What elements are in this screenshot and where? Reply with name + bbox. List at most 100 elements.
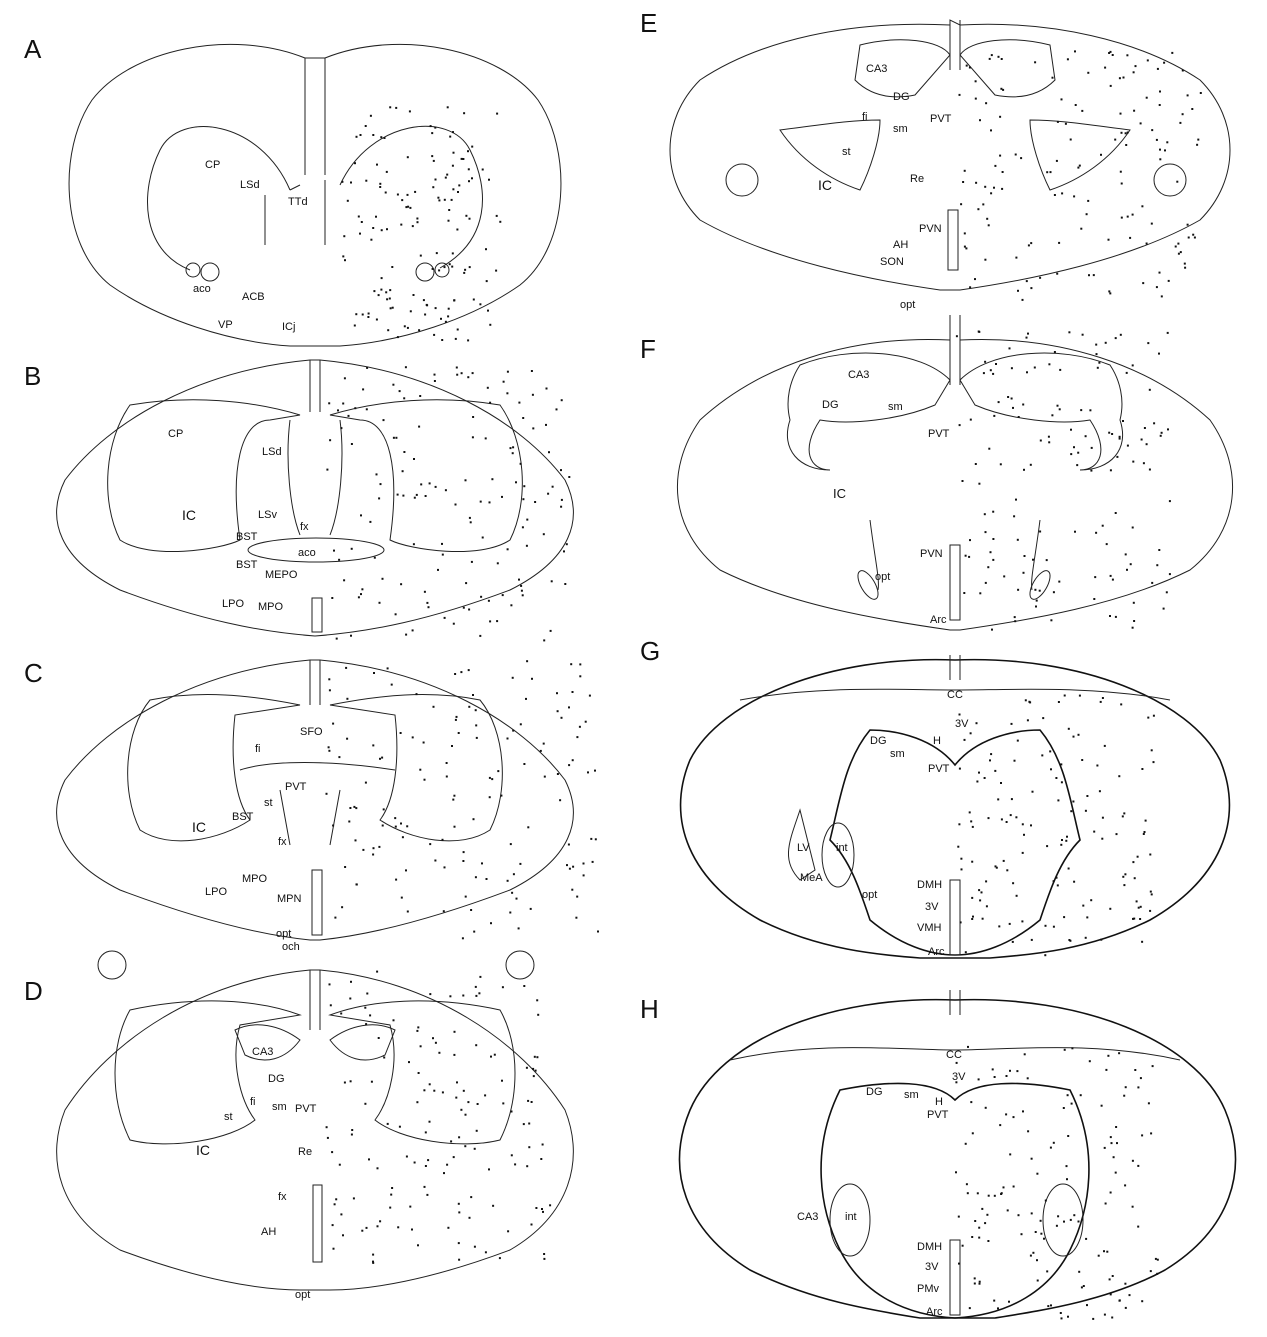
labeled-cell-dot xyxy=(369,1014,371,1016)
labeled-cells-g xyxy=(957,695,1155,957)
labeled-cell-dot xyxy=(572,759,574,761)
labeled-cell-dot xyxy=(1068,868,1070,870)
labeled-cell-dot xyxy=(452,131,454,133)
region-label-d-opt: opt xyxy=(295,1289,310,1301)
labeled-cell-dot xyxy=(1028,244,1030,246)
labeled-cell-dot xyxy=(592,861,594,863)
panel-letter-b: B xyxy=(24,361,41,391)
labeled-cell-dot xyxy=(431,132,433,134)
labeled-cell-dot xyxy=(403,451,405,453)
labeled-cell-dot xyxy=(999,116,1001,118)
labeled-cell-dot xyxy=(376,473,378,475)
labeled-cell-dot xyxy=(511,892,513,894)
labeled-cell-dot xyxy=(351,1129,353,1131)
labeled-cell-dot xyxy=(348,821,350,823)
region-label-c-fi: fi xyxy=(255,743,261,755)
labeled-cell-dot xyxy=(424,591,426,593)
labeled-cell-dot xyxy=(535,1070,537,1072)
labeled-cell-dot xyxy=(1104,67,1106,69)
region-label-f-ca3: CA3 xyxy=(848,369,869,381)
labeled-cell-dot xyxy=(1152,1065,1154,1067)
labeled-cell-dot xyxy=(373,672,375,674)
labeled-cell-dot xyxy=(955,1081,957,1083)
labeled-cell-dot xyxy=(1016,895,1018,897)
labeled-cell-dot xyxy=(496,113,498,115)
labeled-cell-dot xyxy=(1108,239,1110,241)
labeled-cell-dot xyxy=(1056,1225,1058,1227)
labeled-cell-dot xyxy=(458,1242,460,1244)
region-label-b-cp: CP xyxy=(168,428,183,440)
labeled-cell-dot xyxy=(983,372,985,374)
labeled-cell-dot xyxy=(365,180,367,182)
region-label-a-aco: aco xyxy=(193,283,211,295)
right-hippocampus-d xyxy=(330,1001,515,1144)
labeled-cell-dot xyxy=(543,639,545,641)
labeled-cell-dot xyxy=(520,723,522,725)
labeled-cell-dot xyxy=(1125,553,1127,555)
labeled-cell-dot xyxy=(1133,620,1135,622)
labeled-cell-dot xyxy=(337,409,339,411)
labeled-cell-dot xyxy=(1055,777,1057,779)
labeled-cell-dot xyxy=(424,779,426,781)
labeled-cell-dot xyxy=(433,706,435,708)
labeled-cell-dot xyxy=(1041,754,1043,756)
labeled-cell-dot xyxy=(1034,367,1036,369)
labeled-cell-dot xyxy=(475,1044,477,1046)
labeled-cell-dot xyxy=(445,489,447,491)
labeled-cell-dot xyxy=(460,1109,462,1111)
labeled-cell-dot xyxy=(1061,192,1063,194)
labeled-cell-dot xyxy=(1156,286,1158,288)
labeled-cell-dot xyxy=(1073,736,1075,738)
labeled-cell-dot xyxy=(1023,572,1025,574)
labeled-cell-dot xyxy=(526,1165,528,1167)
labeled-cell-dot xyxy=(1146,443,1148,445)
labeled-cell-dot xyxy=(1141,941,1143,943)
labeled-cell-dot xyxy=(510,604,512,606)
labeled-cell-dot xyxy=(1163,608,1165,610)
labeled-cell-dot xyxy=(1054,351,1056,353)
labeled-cell-dot xyxy=(429,1121,431,1123)
labeled-cell-dot xyxy=(1156,564,1158,566)
labeled-cell-dot xyxy=(370,115,372,117)
labeled-cell-dot xyxy=(465,582,467,584)
labeled-cell-dot xyxy=(1110,1136,1112,1138)
labeled-cell-dot xyxy=(486,280,488,282)
labeled-cell-dot xyxy=(1009,1153,1011,1155)
labeled-cell-dot xyxy=(526,519,528,521)
labeled-cell-dot xyxy=(351,548,353,550)
region-label-c-opt: opt xyxy=(276,928,291,940)
labeled-cell-dot xyxy=(480,596,482,598)
labeled-cell-dot xyxy=(481,862,483,864)
labeled-cell-dot xyxy=(531,1224,533,1226)
labeled-cell-dot xyxy=(419,769,421,771)
labeled-cell-dot xyxy=(1147,59,1149,61)
labeled-cell-dot xyxy=(556,692,558,694)
labeled-cell-dot xyxy=(579,726,581,728)
region-label-d-ah: AH xyxy=(261,1226,276,1238)
labeled-cell-dot xyxy=(429,482,431,484)
labeled-cell-dot xyxy=(1110,575,1112,577)
labeled-cell-dot xyxy=(998,925,1000,927)
labeled-cell-dot xyxy=(1024,1053,1026,1055)
labeled-cell-dot xyxy=(472,416,474,418)
labeled-cell-dot xyxy=(413,458,415,460)
labeled-cell-dot xyxy=(1133,71,1135,73)
right-hippocampus-f xyxy=(960,353,1123,470)
labeled-cell-dot xyxy=(1138,907,1140,909)
labeled-cell-dot xyxy=(331,1151,333,1153)
labeled-cell-dot xyxy=(1124,873,1126,875)
labeled-cell-dot xyxy=(1126,569,1128,571)
labeled-cell-dot xyxy=(1030,1255,1032,1257)
labeled-cell-dot xyxy=(479,303,481,305)
labeled-cell-dot xyxy=(1031,939,1033,941)
labeled-cell-dot xyxy=(1022,852,1024,854)
labeled-cell-dot xyxy=(389,289,391,291)
labeled-cell-dot xyxy=(395,826,397,828)
labeled-cell-dot xyxy=(994,1076,996,1078)
labeled-cell-dot xyxy=(366,993,368,995)
labeled-cell-dot xyxy=(371,1081,373,1083)
region-label-f-opt: opt xyxy=(875,571,890,583)
labeled-cell-dot xyxy=(354,325,356,327)
labeled-cell-dot xyxy=(468,706,470,708)
labeled-cell-dot xyxy=(1104,745,1106,747)
